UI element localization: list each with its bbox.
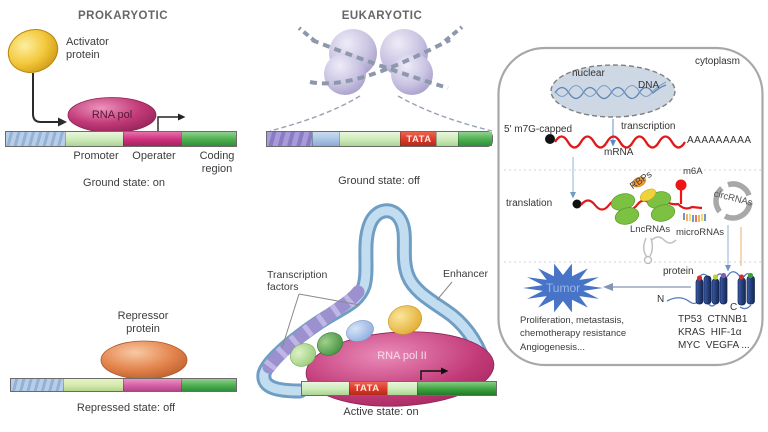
translating-mrna-strand	[572, 199, 703, 211]
regulator-connector-lines	[725, 225, 742, 272]
eukaryotic-tata-box-segment	[399, 132, 437, 146]
active-tata-box-segment	[348, 382, 388, 395]
active-tata-label: TATA	[354, 383, 380, 394]
tumor-outcomes-text: Proliferation, metastasis, chemotherapy …	[520, 315, 627, 353]
prokaryotic-operator-segment	[122, 132, 182, 146]
eukaryotic-spacer-segment	[436, 132, 459, 146]
rna-pol-label: RNA pol	[91, 109, 133, 121]
m6a-label: m6A	[683, 166, 703, 177]
tumor-starburst	[523, 263, 603, 313]
operator-label: Operater	[132, 150, 176, 162]
tumor-label: Tumor	[545, 281, 581, 295]
nucleosome-shape	[297, 25, 464, 95]
prokaryotic-promoter-segment	[65, 132, 123, 146]
active-dna-strip	[301, 381, 497, 396]
rbp-blobs	[632, 176, 657, 202]
eukaryotic-state-label: Ground state: off	[338, 175, 420, 187]
transcription-label: transcription	[621, 121, 676, 132]
membrane-protein-shape	[666, 271, 755, 310]
translation-arrow	[570, 157, 576, 199]
repressed-upstream-segment	[11, 379, 63, 391]
prokaryotic-state-label: Ground state: on	[83, 177, 165, 189]
protein-to-tumor-arrow	[603, 283, 691, 291]
nucleus-shape	[550, 64, 676, 118]
prokaryotic-upstream-segment	[6, 132, 66, 146]
cytoplasm-label: cytoplasm	[695, 56, 741, 67]
ribosome-ovals	[610, 191, 676, 225]
rna-pol2-label: RNA pol II	[377, 350, 427, 362]
dna-loop-tube	[256, 203, 492, 399]
gene-list: TP53 CTNNB1 KRAS HIF-1α MYC VEGFA ...	[678, 314, 750, 351]
lncrna-hairpin-icon	[643, 236, 677, 265]
eukaryotic-dna-strip	[266, 131, 493, 147]
prokaryotic-dna-strip	[5, 131, 237, 147]
active-state-label: Active state: on	[343, 406, 419, 418]
m6a-mark-icon	[675, 179, 687, 204]
nucleosome-dna-descenders	[269, 95, 493, 132]
repressed-promoter-segment	[62, 379, 123, 391]
eukaryotic-blue-segment	[311, 132, 340, 146]
active-promoter-segment	[302, 382, 349, 395]
coding-region-label: Coding region	[199, 150, 235, 175]
protein-label: protein	[663, 266, 694, 277]
tf-pointer-lines	[281, 281, 453, 349]
transcription-factor-ovals	[290, 320, 374, 367]
activator-protein-shape	[7, 29, 59, 73]
promoter-label: Promoter	[73, 150, 119, 162]
eukaryotic-coding-segment	[458, 132, 492, 146]
repressor-protein-shape	[100, 340, 188, 380]
repressed-operator-segment	[123, 379, 182, 391]
dna-label: DNA	[638, 80, 660, 91]
nuclear-label: nuclear	[572, 68, 605, 79]
prokaryotic-title: PROKARYOTIC	[77, 10, 169, 22]
activator-protein-label: Activator protein	[66, 36, 109, 61]
eukaryotic-promoter-segment	[339, 132, 400, 146]
mrna-strand	[545, 134, 686, 149]
lncrna-label: LncRNAs	[630, 224, 671, 235]
eukaryotic-tata-label: TATA	[406, 134, 432, 145]
repressed-dna-strip	[10, 378, 237, 392]
translation-label: translation	[506, 198, 553, 209]
microrna-label: microRNAs	[676, 227, 725, 238]
n-terminus-label: N	[657, 294, 665, 305]
microrna-comb-icon	[683, 213, 706, 222]
circrna-ring-icon	[713, 181, 753, 221]
eukaryotic-upstream-segment	[267, 132, 312, 146]
active-spacer-segment	[387, 382, 417, 395]
c-terminus-label: C	[730, 302, 738, 313]
eukaryotic-title: EUKARYOTIC	[341, 10, 423, 22]
active-transcription-arrow	[420, 367, 449, 380]
enhancer-protein-oval	[388, 305, 422, 335]
m7g-cap-label: 5' m7G-capped	[504, 124, 573, 135]
mrna-label: mRNA	[604, 147, 634, 158]
activator-arrow	[32, 73, 67, 127]
enhancer-label: Enhancer	[443, 268, 488, 280]
prokaryotic-transcription-arrow	[157, 113, 186, 131]
active-coding-segment	[416, 382, 497, 395]
transcription-factors-label: Transcription factors	[267, 269, 328, 294]
repressor-protein-label: Repressor protein	[117, 310, 169, 335]
prokaryotic-coding-segment	[181, 132, 236, 146]
repressed-state-label: Repressed state: off	[76, 402, 176, 414]
repressed-coding-segment	[181, 379, 236, 391]
polya-tail-label: AAAAAAAAA	[687, 135, 752, 146]
